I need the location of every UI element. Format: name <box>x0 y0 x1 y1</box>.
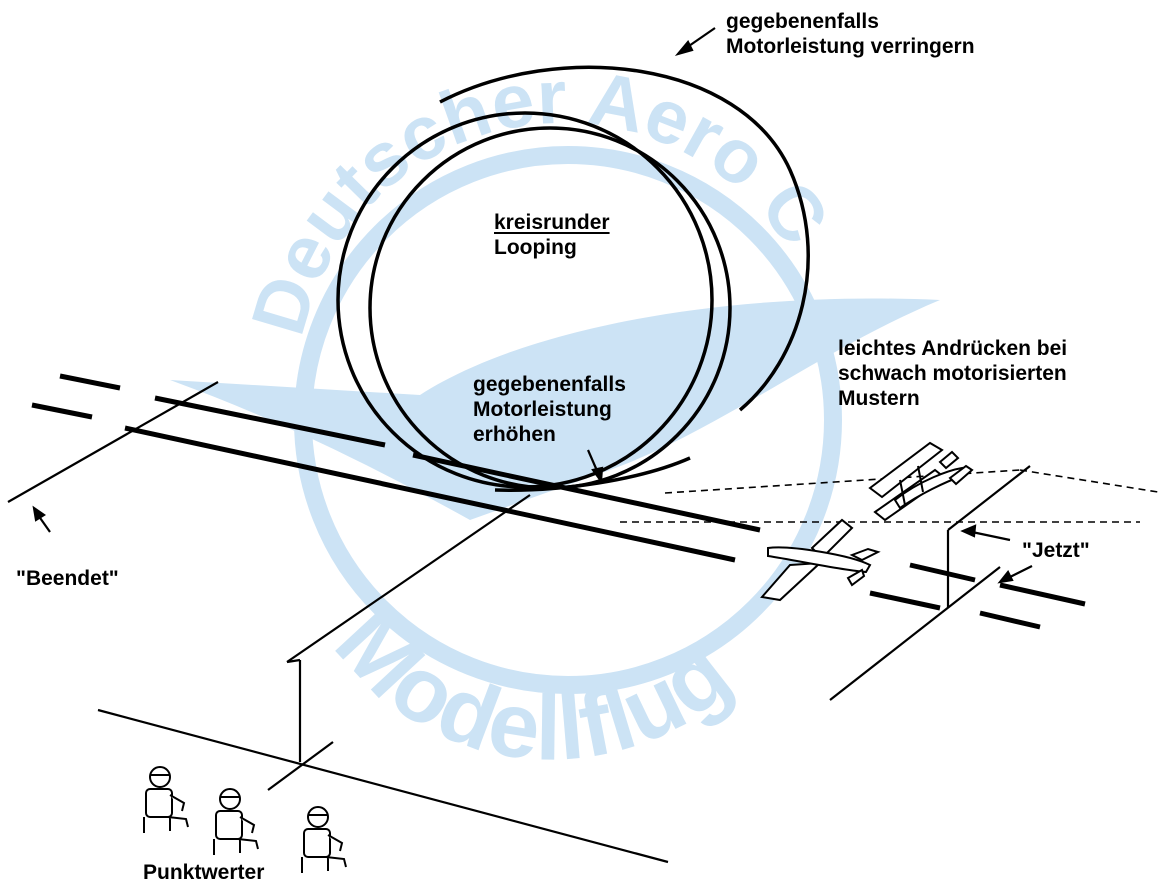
bottom-note-line-3: erhöhen <box>473 423 556 446</box>
watermark-bottom-text: Modellflug <box>316 591 748 780</box>
arrow-icon <box>32 505 51 533</box>
runway-lines <box>31 373 1086 630</box>
watermark-top-text: Deutscher Aero Club <box>0 0 845 344</box>
sight-lines <box>620 469 1158 523</box>
top-note-line-1: gegebenenfalls <box>726 10 879 33</box>
arrows <box>32 27 1033 584</box>
bottom-note-line-1: gegebenenfalls <box>473 373 626 396</box>
judge-icon <box>143 766 189 833</box>
end-call-label: "Beendet" <box>16 567 119 590</box>
center-label-line-1: kreisrunder <box>494 211 610 234</box>
watermark-glider-shape <box>170 298 940 520</box>
right-note: leichtes Andrücken bei schwach motorisie… <box>838 336 1067 411</box>
judge-icon <box>301 806 347 873</box>
bottom-note-line-2: Motorleistung <box>473 398 612 421</box>
center-label-line-2: Looping <box>494 236 577 259</box>
arrow-icon <box>997 565 1033 584</box>
right-note-line-2: schwach motorisierten <box>838 362 1067 385</box>
judges <box>143 766 347 873</box>
top-note: gegebenenfalls Motorleistung verringern <box>726 9 975 59</box>
center-label: kreisrunder Looping <box>494 210 610 260</box>
judge-icon <box>213 788 259 855</box>
biplane-icon <box>868 441 974 522</box>
loop-outer-arc <box>439 65 810 412</box>
loop-entry-arc <box>494 456 691 492</box>
arrow-icon <box>960 524 1011 542</box>
judges-label: Punktwerter <box>143 861 265 884</box>
arrow-icon <box>674 27 716 57</box>
top-note-line-2: Motorleistung verringern <box>726 35 975 58</box>
arrow-icon <box>586 449 604 485</box>
looping-path <box>336 65 810 492</box>
right-note-line-1: leichtes Andrücken bei <box>838 337 1068 360</box>
start-call-label: "Jetzt" <box>1022 539 1090 562</box>
airplane-icon <box>760 518 881 602</box>
watermark: Deutscher Aero Club Modellflug <box>0 0 940 780</box>
right-note-line-3: Mustern <box>838 387 920 410</box>
bottom-note: gegebenenfalls Motorleistung erhöhen <box>473 372 626 447</box>
perspective-lines <box>7 381 1031 864</box>
